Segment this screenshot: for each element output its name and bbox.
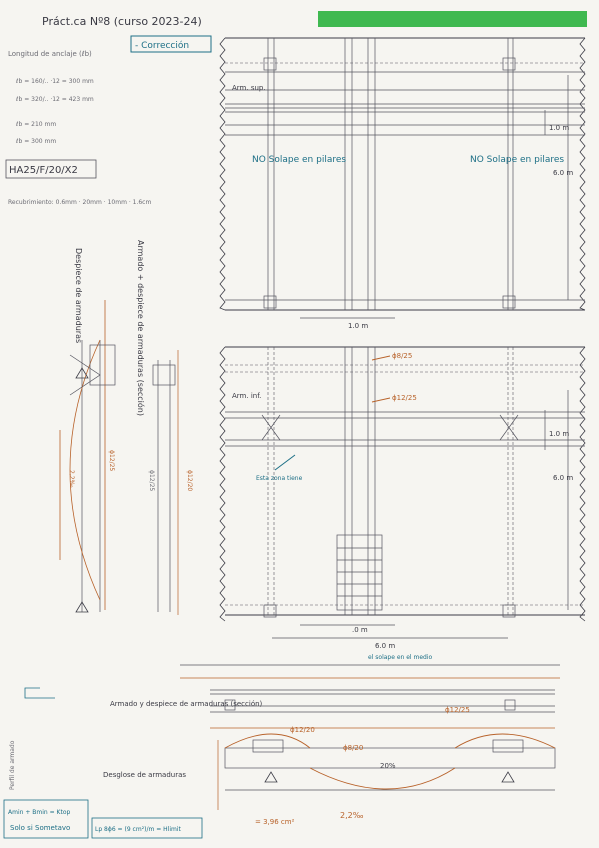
recubrimiento-note: Recubrimiento: 0.6mm · 20mm · 10mm · 1.6… bbox=[8, 199, 151, 206]
bar-label-2: ϕ12/25 bbox=[392, 394, 417, 402]
bottom-dim-big: 6.0 m bbox=[553, 474, 573, 482]
beam-bar-3: ϕ12/25 bbox=[445, 706, 470, 714]
plan-bottom-inferior bbox=[219, 346, 586, 639]
svg-text:2,2‰: 2,2‰ bbox=[68, 470, 75, 488]
top-dim-small: 1.0 m bbox=[549, 124, 569, 132]
anchorage-line-4: ℓb = 300 mm bbox=[15, 138, 56, 145]
bottom-dim-bottom: .0 m bbox=[352, 626, 368, 634]
top-note-left: NO Solape en pilares bbox=[252, 155, 346, 165]
bottom-note-box bbox=[3, 799, 89, 839]
plan-top-superior bbox=[219, 37, 586, 319]
correction-stamp: - Corrección bbox=[135, 40, 189, 51]
vertical-beam-elevation: ϕ12/25 2,2‰ bbox=[59, 300, 116, 613]
beam-bar-2: ϕ8/20 bbox=[343, 744, 363, 752]
top-note-right: NO Solape en pilares bbox=[470, 155, 564, 165]
concrete-code-box bbox=[5, 159, 97, 179]
header-green-bar bbox=[318, 11, 587, 27]
beam-span-label: 6.0 m bbox=[375, 642, 395, 650]
svg-text:ϕ12/20: ϕ12/20 bbox=[186, 470, 193, 491]
despiece-label: Despiece de armaduras bbox=[74, 248, 83, 343]
area-calc: = 3,96 cm² bbox=[255, 818, 295, 826]
svg-text:ϕ12/25: ϕ12/25 bbox=[148, 470, 155, 491]
formula-box bbox=[91, 817, 203, 839]
desglose-title: Desglose de armaduras bbox=[103, 771, 186, 779]
beam-pct-2: 2,2‰ bbox=[340, 811, 364, 820]
top-dim-bottom: 1.0 m bbox=[348, 322, 368, 330]
bottom-left-line-2: Solo si Sometavo bbox=[10, 824, 70, 832]
svg-text:ϕ12/25: ϕ12/25 bbox=[108, 450, 115, 471]
concrete-code: HA25/F/20/X2 bbox=[9, 165, 78, 176]
anchorage-line-3: ℓb = 210 mm bbox=[15, 121, 56, 128]
anchorage-title: Longitud de anclaje (ℓb) bbox=[8, 50, 92, 58]
bottom-left-line-1: Amin + Bmin = Ktop bbox=[8, 809, 70, 816]
armado-title: Armado y despiece de armaduras (sección) bbox=[110, 700, 263, 708]
beam-rebar-layout bbox=[180, 664, 560, 729]
bottom-arm-label: Arm. inf. bbox=[232, 392, 261, 400]
bottom-dim-small: 1.0 m bbox=[549, 430, 569, 438]
beam-pct-1: 20% bbox=[380, 762, 396, 770]
correction-stamp-box bbox=[130, 35, 212, 53]
splice-note: el solape en el medio bbox=[368, 654, 432, 661]
vertical-section: ϕ12/25 ϕ12/20 bbox=[148, 350, 193, 615]
armado-label: Armado + despiece de armaduras (sección) bbox=[136, 240, 146, 416]
bar-label-1: ϕ8/25 bbox=[392, 352, 412, 360]
page-title: Práct.ca Nº8 (curso 2023-24) bbox=[42, 15, 202, 28]
bottom-formula: Lp 8ϕ6 = (9 cm²)/m = Hlimit bbox=[95, 826, 182, 833]
bottom-note: Esta zona tiene bbox=[256, 475, 303, 482]
beam-moment-diagram bbox=[217, 733, 556, 810]
small-blue-sketch bbox=[24, 687, 55, 699]
top-arm-label: Arm. sup. bbox=[232, 84, 266, 92]
top-dim-big: 6.0 m bbox=[553, 169, 573, 177]
anchorage-line-1: ℓb = 160/.. ·12 = 300 mm bbox=[15, 78, 94, 85]
anchorage-line-2: ℓb = 320/.. ·12 = 423 mm bbox=[15, 96, 94, 103]
beam-bar-1: ϕ12/20 bbox=[290, 726, 315, 734]
side-label: Perfil de armado bbox=[9, 740, 16, 790]
